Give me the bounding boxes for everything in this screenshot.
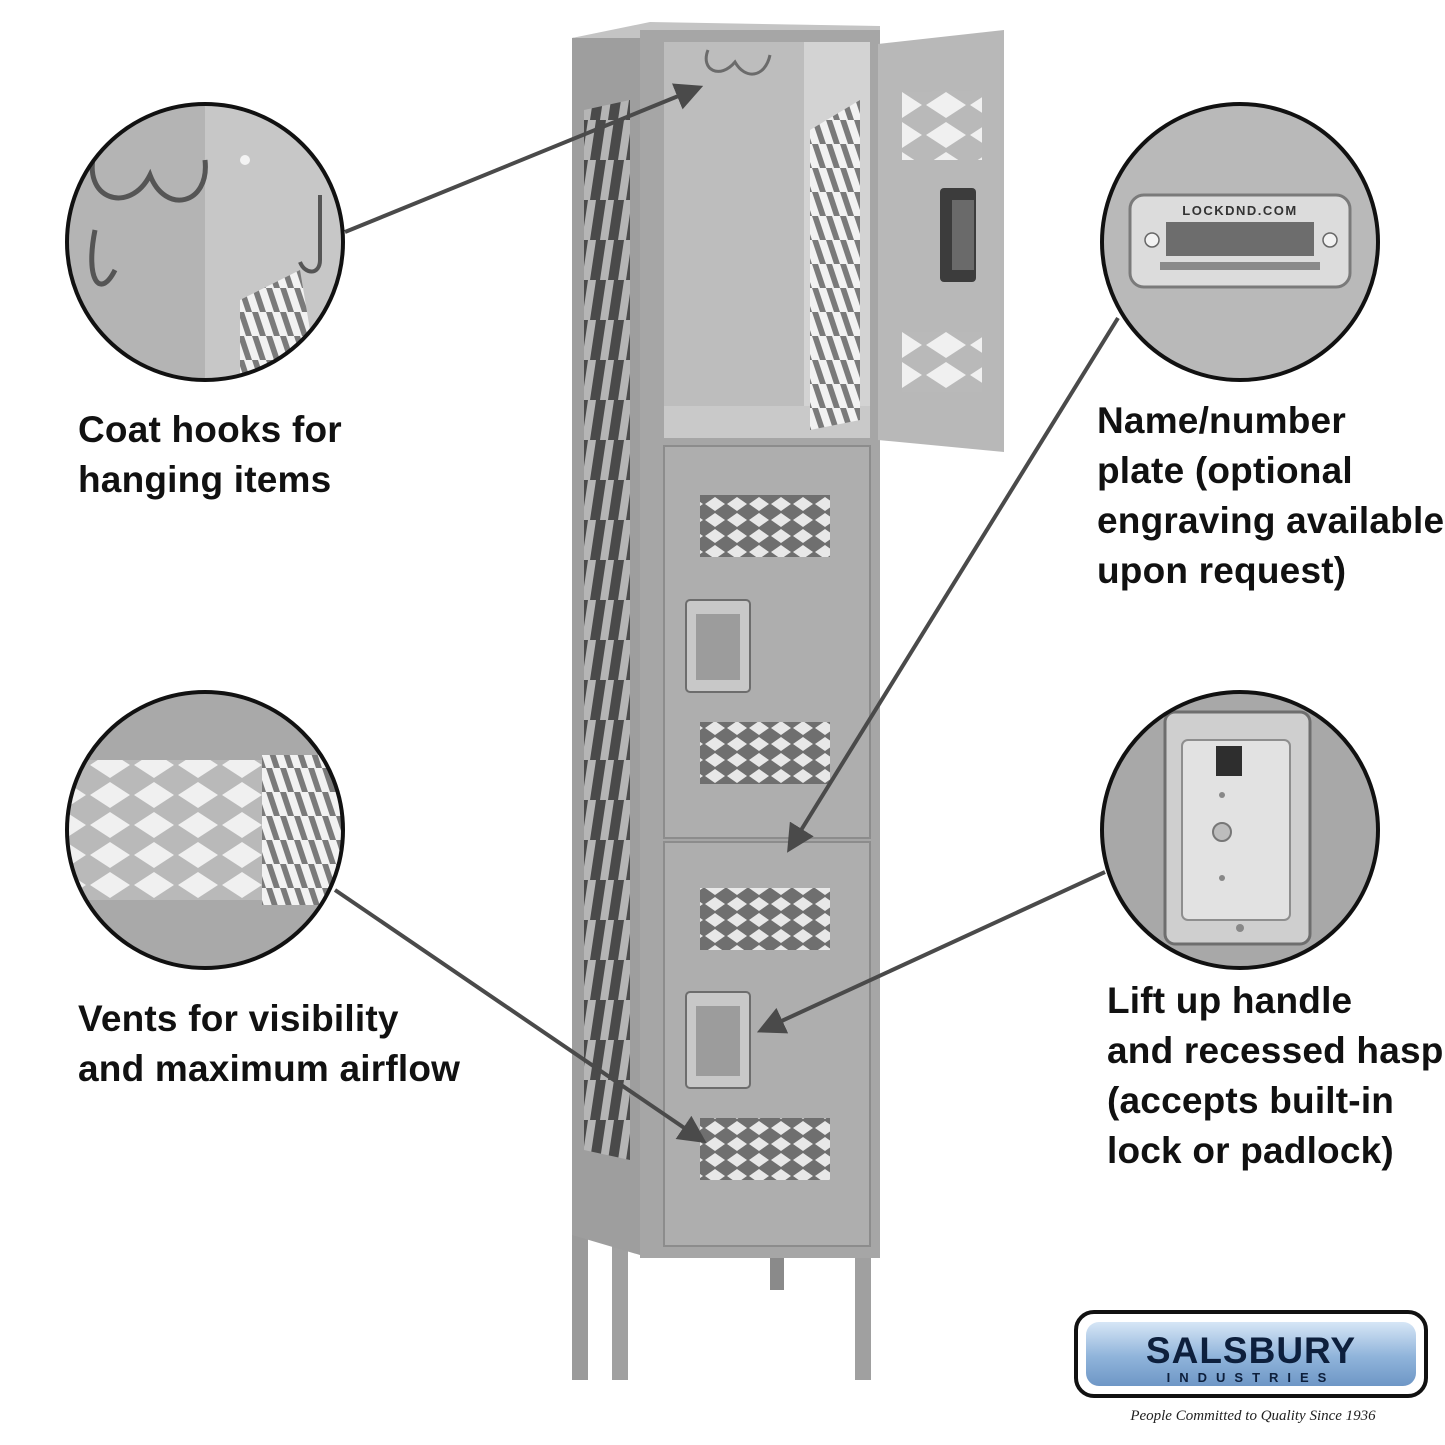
name-plate-detail-circle: LOCKDND.COM — [1100, 102, 1380, 382]
caption-line: and recessed hasp — [1107, 1030, 1444, 1071]
side-vent-mesh — [584, 100, 630, 1160]
salsbury-logo: SALSBURY INDUSTRIES — [1074, 1310, 1428, 1398]
plate-screw-right — [1322, 232, 1338, 248]
middle-door-handle-recess — [696, 614, 740, 680]
logo-brand-name: SALSBURY — [1145, 1330, 1357, 1371]
locker-leg-right — [855, 1245, 871, 1380]
middle-door-vent-bottom — [700, 722, 830, 784]
logo-badge: SALSBURY INDUSTRIES — [1086, 1322, 1416, 1386]
caption-line: upon request) — [1097, 550, 1347, 591]
caption-line: (accepts built-in — [1107, 1080, 1395, 1121]
locker — [572, 22, 1004, 1380]
coat-hook-icon — [89, 149, 208, 203]
caption-vents: Vents for visibility and maximum airflow — [78, 994, 460, 1094]
caption-line: engraving available — [1097, 500, 1445, 541]
caption-handle: Lift up handle and recessed hasp (accept… — [1107, 976, 1444, 1176]
arrow-coat-hooks — [344, 83, 704, 234]
lower-door-vent-top — [700, 888, 830, 950]
caption-line: Lift up handle — [1107, 980, 1353, 1021]
door-vent-top — [902, 90, 982, 160]
middle-door-vent-top — [700, 495, 830, 557]
arrow-handle — [756, 870, 1106, 1034]
handle-detail-circle — [1100, 690, 1380, 970]
caption-coat-hooks: Coat hooks for hanging items — [78, 405, 342, 505]
caption-line: lock or padlock) — [1107, 1130, 1394, 1171]
coat-hooks-detail-circle — [65, 102, 345, 382]
upper-compartment-back — [664, 42, 804, 438]
arrow-name-plate — [787, 316, 1120, 853]
callout-arrows — [333, 83, 1120, 1144]
locker-leg-mid — [770, 1250, 784, 1290]
caption-line: Vents for visibility — [78, 998, 399, 1039]
plate-screw-left — [1144, 232, 1160, 248]
lower-door-handle-recess — [696, 1006, 740, 1076]
door-latch-plate — [952, 200, 974, 270]
caption-line: plate (optional — [1097, 450, 1353, 491]
brand-tagline: People Committed to Quality Since 1936 — [1130, 1408, 1376, 1424]
caption-line: hanging items — [78, 459, 332, 500]
arrow-vents — [333, 888, 707, 1144]
lift-handle — [1216, 746, 1242, 776]
locker-leg-front-left — [612, 1245, 628, 1380]
coat-hook — [704, 49, 772, 76]
caption-name-plate: Name/number plate (optional engraving av… — [1097, 396, 1444, 596]
logo-brand-sub: INDUSTRIES — [1166, 1370, 1336, 1385]
plate-engraving: LOCKDND.COM — [1182, 203, 1297, 218]
lower-door-vent-bottom — [700, 1118, 830, 1180]
caption-line: Name/number — [1097, 400, 1346, 441]
caption-line: and maximum airflow — [78, 1048, 461, 1089]
door-vent-bottom — [902, 332, 982, 392]
locker-leg-left — [572, 1230, 588, 1380]
interior-side-mesh — [810, 100, 860, 430]
caption-line: Coat hooks for — [78, 409, 342, 450]
vents-detail-circle — [65, 690, 345, 970]
